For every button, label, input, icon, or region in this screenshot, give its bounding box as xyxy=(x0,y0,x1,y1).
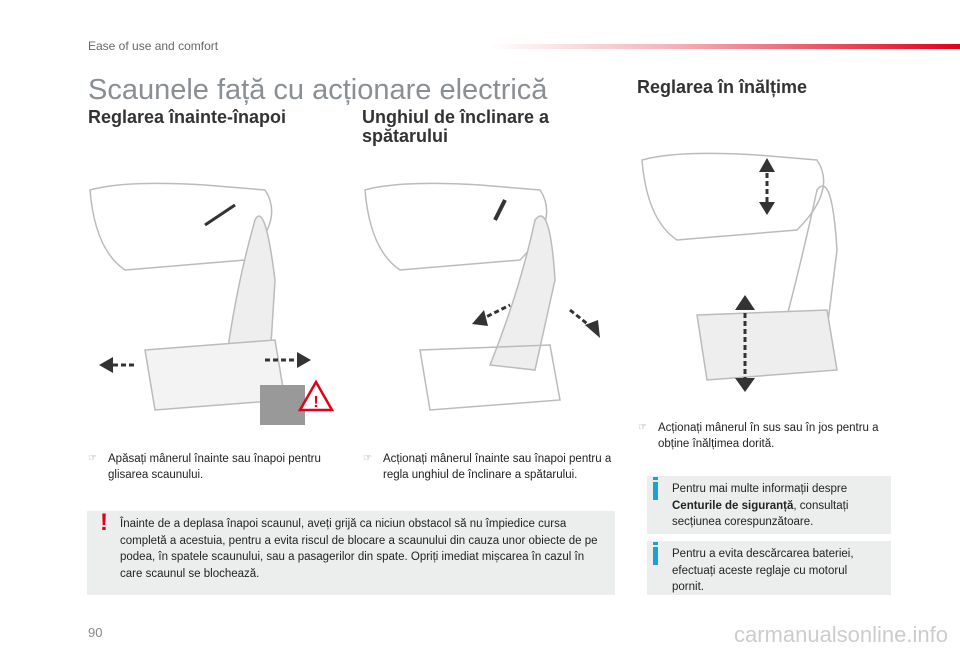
info-text-post: , consultați secțiunea corespunzătoare. xyxy=(672,499,849,529)
info-box-battery: Pentru a evita descărcarea bateriei, efe… xyxy=(647,541,891,595)
seat-height-illustration xyxy=(641,152,838,392)
warning-text: Înainte de a deplasa înapoi scaunul, ave… xyxy=(120,518,598,580)
info-icon xyxy=(653,542,658,565)
instruction-text: Acționați mânerul în sus sau în jos pent… xyxy=(658,422,879,450)
page-title: Scaunele față cu acționare electrică xyxy=(88,74,548,106)
heading-height: Reglarea în înălțime xyxy=(637,77,808,97)
warning-icon: ! xyxy=(100,509,108,536)
section-header: Ease of use and comfort xyxy=(88,39,219,53)
seat-fore-aft-illustration: ! xyxy=(89,182,335,425)
svg-text:!: ! xyxy=(313,394,318,411)
instruction-fore-aft: ☞ Apăsați mânerul înainte sau înapoi pent… xyxy=(88,451,338,483)
instruction-height: ☞ Acționați mânerul în sus sau în jos pen… xyxy=(638,420,898,452)
heading-backrest: Unghiul de înclinare a spătarului xyxy=(362,107,550,146)
info-text-pre: Pentru mai multe informații despre xyxy=(672,483,848,495)
info-box-seatbelts: Pentru mai multe informații despre Centu… xyxy=(647,476,891,534)
pointing-hand-icon: ☞ xyxy=(363,453,372,464)
info-text: Pentru a evita descărcarea bateriei, efe… xyxy=(672,548,854,593)
info-icon xyxy=(653,477,658,500)
info-text: Pentru mai multe informații despre Centu… xyxy=(672,481,882,531)
pointing-hand-icon: ☞ xyxy=(88,453,97,464)
instruction-text: Apăsați mânerul înainte sau înapoi pentr… xyxy=(108,453,321,481)
seat-backrest-illustration xyxy=(364,182,600,411)
info-link-seatbelts: Centurile de siguranță xyxy=(672,499,794,512)
pointing-hand-icon: ☞ xyxy=(638,422,647,433)
instruction-backrest: ☞ Acționați mânerul înainte sau înapoi pe… xyxy=(363,451,623,483)
heading-fore-aft: Reglarea înainte-înapoi xyxy=(88,107,287,127)
header-bar xyxy=(490,44,960,49)
watermark: carmanualsonline.info xyxy=(733,622,948,647)
warning-box: ! Înainte de a deplasa înapoi scaunul, a… xyxy=(87,511,615,595)
instruction-text: Acționați mânerul înainte sau înapoi pen… xyxy=(383,453,612,481)
page-number: 90 xyxy=(88,625,103,640)
